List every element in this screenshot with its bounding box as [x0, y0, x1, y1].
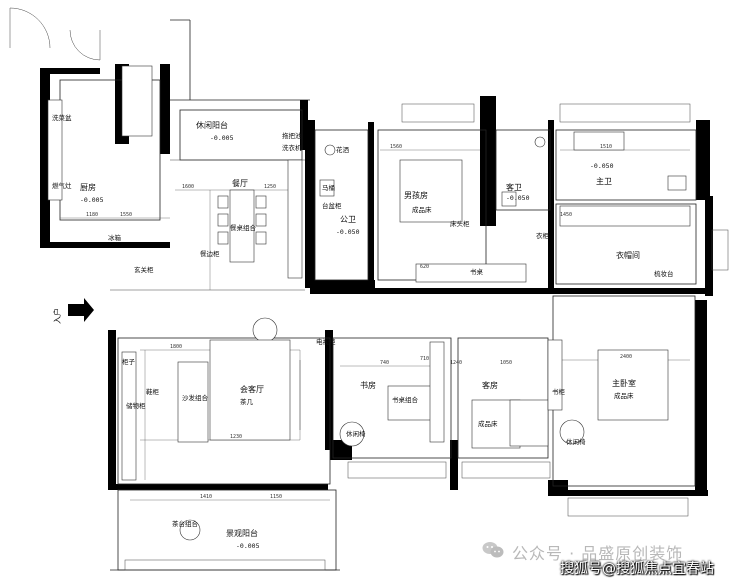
label-kitchen: 厨房: [80, 182, 96, 192]
label-master-bedroom: 主卧室: [612, 378, 636, 388]
label-bedside: 床头柜: [450, 219, 470, 228]
label-sofa-set: 沙发组合: [182, 393, 209, 402]
label-storage-cabinet: 储物柜: [126, 401, 146, 410]
label-view-balcony: 景观阳台: [226, 528, 258, 538]
dim-2: 1550: [120, 212, 132, 218]
watermark: 公众号 · 品盛原创装饰 搜狐号@搜狐焦点宜春站: [478, 538, 740, 582]
label-side-cabinet: 餐边柜: [200, 249, 220, 258]
furniture-labels: 衣柜 床头柜 冰箱 梳妆台 台盆柜 马桶 花洒 玄关柜 电视柜 休闲椅 休闲椅 …: [52, 113, 674, 446]
bath-fixtures: [319, 131, 687, 207]
leisure-chairs: [179, 419, 585, 541]
level-master-bath: -0.050: [590, 162, 614, 170]
walls: [40, 19, 713, 496]
watermark-line2: 搜狐号@搜狐焦点宜春站: [560, 561, 714, 577]
label-coffee-table: 茶几: [240, 397, 254, 406]
label-tv-cabinet: 电视柜: [316, 337, 336, 346]
watermark-line1: 公众号 · 品盛原创装饰: [512, 544, 684, 563]
dim-7: 1560: [390, 144, 402, 150]
dimension-texts: 1180 1550 1600 1250 1800 1230 1560 1510 …: [86, 144, 632, 500]
label-leisure-chair-2: 休闲椅: [566, 437, 586, 446]
label-public-bath: 公卫: [340, 215, 356, 224]
dim-17: 710: [420, 356, 429, 362]
level-leisure-balcony: -0.005: [210, 134, 234, 142]
dim-9: 2400: [620, 354, 632, 360]
dining-table: [217, 189, 267, 263]
label-dressing: 梳妆台: [654, 269, 674, 278]
label-tea-table-set: 茶台组合: [172, 519, 199, 528]
dim-6: 1230: [230, 434, 242, 440]
label-dining-set: 餐桌组合: [230, 223, 257, 232]
label-desk-set: 书桌组合: [392, 395, 419, 404]
label-sink-counter: 洗菜盆: [52, 113, 72, 122]
label-desk: 书桌: [470, 267, 484, 276]
label-boy-room: 男孩房: [404, 190, 428, 200]
dim-11: 1240: [450, 360, 462, 366]
label-living: 会客厅: [240, 384, 264, 394]
dim-3: 1600: [182, 184, 194, 190]
dim-5: 1800: [170, 344, 182, 350]
cabinet-hatching: [47, 65, 691, 443]
label-shower: 花洒: [336, 145, 350, 154]
dim-12: 1410: [200, 494, 212, 500]
level-public-bath: -0.050: [336, 228, 360, 236]
label-leisure-balcony: 休闲阳台: [196, 120, 228, 130]
label-dining: 餐厅: [232, 179, 248, 188]
label-entry-cabinet: 玄关柜: [134, 265, 154, 274]
label-guest-room: 客房: [482, 380, 498, 390]
label-bookshelf: 书柜: [552, 387, 566, 396]
wechat-icon: [482, 542, 504, 558]
label-boy-bed: 成品床: [412, 205, 432, 214]
label-cabinet: 柜子: [122, 357, 136, 366]
dim-16: 1450: [560, 212, 572, 218]
dim-13: 1150: [270, 494, 282, 500]
entry-arrow: [68, 298, 94, 322]
dim-8: 1510: [600, 144, 612, 150]
label-laundry: 洗衣机: [282, 143, 302, 152]
dim-10: 740: [380, 360, 389, 366]
label-washbasin: 台盆柜: [322, 201, 342, 210]
dim-15: 620: [420, 264, 429, 270]
label-study: 书房: [360, 380, 376, 390]
label-master-bed: 成品床: [614, 391, 634, 400]
label-master-bath: 主卫: [596, 176, 612, 186]
dim-14: 1050: [500, 360, 512, 366]
label-mop-pool: 拖把池: [282, 131, 302, 140]
dimension-lines: [60, 149, 690, 501]
beds: [387, 159, 669, 449]
partitions: [59, 79, 697, 571]
level-second-bath: -0.050: [506, 194, 530, 202]
label-fridge: 冰箱: [108, 233, 122, 242]
label-stove: 燃气灶: [52, 181, 72, 190]
window-bays: [124, 103, 729, 571]
level-view-balcony: -0.005: [236, 542, 260, 550]
level-kitchen: -0.005: [80, 196, 104, 204]
label-toilet: 马桶: [322, 183, 335, 192]
room-labels: 厨房 -0.005 休闲阳台 -0.005 餐厅 餐桌组合 会客厅 茶几 沙发组…: [80, 120, 640, 550]
label-guest-bed: 成品床: [478, 419, 498, 428]
dim-1: 1180: [86, 212, 98, 218]
label-walk-in-closet: 衣帽间: [616, 250, 640, 260]
entry-marker: 入户: [52, 308, 62, 324]
label-wardrobe: 衣柜: [536, 231, 550, 240]
entry-door-swing: [9, 7, 101, 61]
label-second-bath: 客卫: [506, 182, 522, 192]
label-shoe-cabinet: 鞋柜: [146, 387, 160, 396]
dim-4: 1250: [264, 184, 276, 190]
label-leisure-chair: 休闲椅: [346, 429, 366, 438]
living-furniture: [121, 317, 301, 481]
